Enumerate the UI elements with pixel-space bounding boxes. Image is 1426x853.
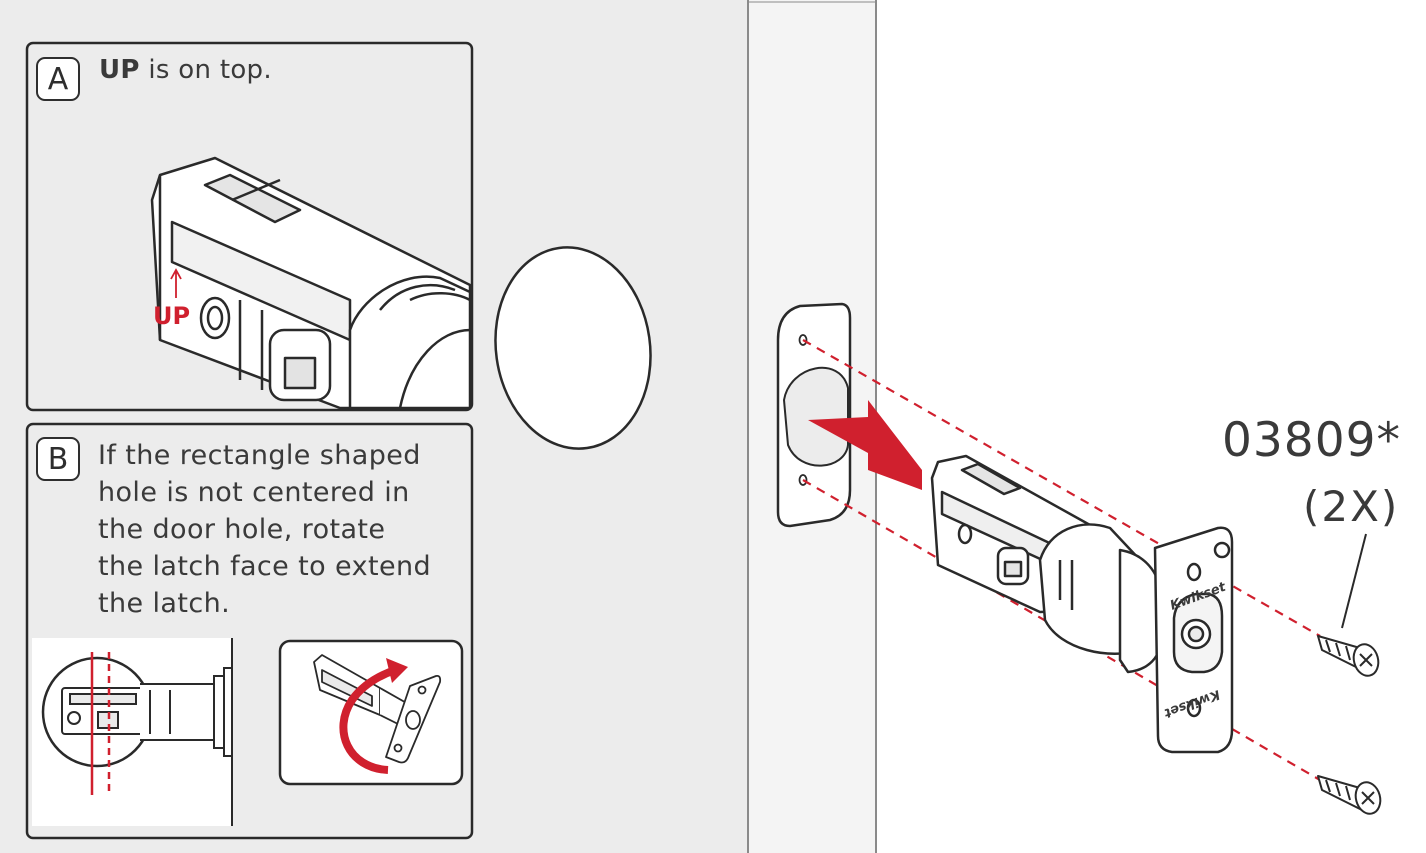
step-a-instruction-rest: is on top. — [140, 55, 272, 85]
step-a-badge: A — [36, 57, 80, 101]
step-a-instruction-bold: UP — [99, 55, 140, 85]
centering-detail-illustration — [32, 638, 232, 826]
step-b-instruction: If the rectangle shaped hole is not cent… — [98, 437, 431, 622]
up-marker-label: UP — [153, 302, 190, 330]
edge-bore-recess — [778, 304, 850, 526]
part-number-label: 03809* — [1222, 413, 1401, 468]
step-b-line: the latch face to extend — [98, 548, 431, 585]
screw-icon — [1318, 776, 1384, 817]
screw-icon — [1318, 636, 1382, 679]
step-b-line: If the rectangle shaped — [98, 437, 431, 474]
step-b-badge: B — [36, 437, 80, 481]
part-leader-line — [1342, 534, 1366, 628]
step-b-line: the door hole, rotate — [98, 511, 431, 548]
step-b-line: hole is not centered in — [98, 474, 431, 511]
part-quantity-label: (2X) — [1303, 482, 1399, 531]
step-a-instruction: UP is on top. — [99, 55, 272, 85]
step-b-line: the latch. — [98, 585, 431, 622]
